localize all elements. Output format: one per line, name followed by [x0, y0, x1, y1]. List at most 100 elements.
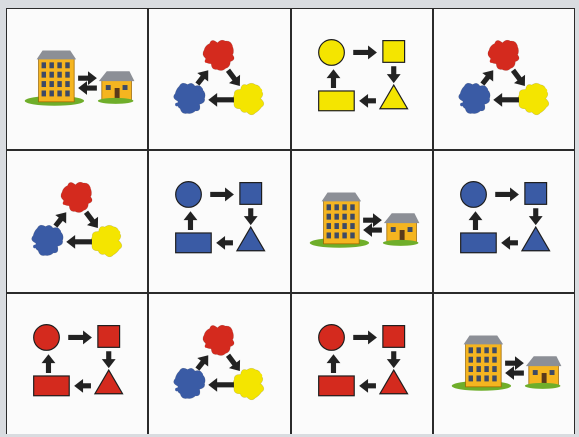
arrow-left: [505, 366, 524, 380]
triangle-shape: [237, 227, 265, 251]
arrow-down-right: [226, 69, 240, 86]
window: [468, 375, 472, 381]
yellow-blob: [518, 83, 549, 115]
window: [65, 90, 69, 96]
yellow-blob-splash: [115, 231, 120, 236]
memory-card-shape-cycle[interactable]: [292, 294, 432, 434]
window: [326, 205, 330, 211]
circle-shape: [460, 182, 486, 208]
window: [350, 233, 354, 239]
square-shape: [382, 325, 404, 347]
window: [334, 205, 338, 211]
circle-shape: [318, 40, 344, 66]
memory-card-shape-cycle[interactable]: [292, 9, 432, 149]
yellow-blob-splash: [235, 388, 239, 392]
yellow-blob: [233, 368, 264, 400]
window: [49, 62, 53, 68]
memory-card-blob-cycle[interactable]: [434, 9, 574, 149]
triangle-shape: [379, 85, 407, 109]
window: [334, 223, 338, 229]
window: [350, 205, 354, 211]
window: [533, 370, 538, 375]
memory-card-shape-cycle[interactable]: [434, 151, 574, 291]
grass: [98, 98, 134, 104]
circle-shape: [176, 182, 202, 208]
circle-shape: [318, 324, 344, 350]
window: [407, 227, 412, 232]
arrow-left: [74, 378, 91, 392]
arrow-left: [78, 81, 97, 95]
buildings-icon: [25, 50, 135, 105]
triangle-shape: [522, 227, 550, 251]
red-blob-splash: [205, 344, 209, 348]
rectangle-shape: [34, 375, 70, 395]
window: [42, 81, 46, 87]
arrow-left: [216, 236, 233, 250]
triangle-shape: [95, 370, 123, 394]
red-blob-splash: [228, 328, 233, 333]
arrow-right: [210, 188, 234, 202]
blob-cycle-icon: [32, 182, 122, 257]
window: [326, 214, 330, 220]
red-blob-splash: [205, 59, 209, 63]
memory-card-blob-cycle[interactable]: [149, 294, 289, 434]
memory-card-blob-cycle[interactable]: [7, 151, 147, 291]
rectangle-shape: [176, 233, 212, 253]
window: [49, 72, 53, 78]
arrow-right: [78, 71, 97, 85]
arrow-up-right: [196, 355, 209, 370]
arrow-down: [386, 351, 400, 368]
memory-card-blob-cycle[interactable]: [149, 9, 289, 149]
window: [350, 223, 354, 229]
red-blob-splash: [63, 202, 67, 206]
blue-blob-splash: [198, 372, 203, 377]
window: [468, 347, 472, 353]
blue-blob-splash: [175, 387, 179, 391]
window: [57, 72, 61, 78]
window: [350, 214, 354, 220]
arrow-up-right: [480, 70, 493, 85]
large-building-roof: [37, 50, 77, 59]
window: [49, 90, 53, 96]
yellow-blob: [91, 225, 122, 257]
window: [492, 347, 496, 353]
window: [476, 347, 480, 353]
window: [42, 62, 46, 68]
window: [106, 85, 111, 90]
red-blob-splash: [513, 44, 518, 49]
small-house-roof: [99, 71, 135, 81]
square-shape: [525, 183, 547, 205]
window: [484, 366, 488, 372]
shape-cycle-icon: [318, 40, 407, 111]
arrow-left: [359, 378, 376, 392]
yellow-blob-splash: [92, 246, 96, 250]
shape-cycle-icon: [318, 324, 407, 395]
window: [326, 233, 330, 239]
arrow-up-right: [196, 70, 209, 85]
window: [476, 366, 480, 372]
window: [334, 233, 338, 239]
memory-card-buildings[interactable]: [7, 9, 147, 149]
window: [49, 81, 53, 87]
rectangle-shape: [318, 91, 354, 111]
arrow-left: [493, 93, 519, 107]
yellow-blob: [233, 83, 264, 115]
blob-cycle-icon: [174, 325, 264, 400]
memory-card-shape-cycle[interactable]: [7, 294, 147, 434]
memory-card-shape-cycle[interactable]: [149, 151, 289, 291]
memory-card-buildings[interactable]: [292, 151, 432, 291]
large-building-roof: [321, 193, 361, 202]
window: [468, 356, 472, 362]
arrow-left: [359, 94, 376, 108]
buildings-icon: [452, 335, 562, 390]
yellow-blob-splash: [519, 104, 523, 108]
window: [57, 81, 61, 87]
memory-card-buildings[interactable]: [434, 294, 574, 434]
window: [342, 205, 346, 211]
arrow-left: [363, 223, 382, 237]
window: [342, 223, 346, 229]
window: [57, 62, 61, 68]
arrow-right: [495, 188, 519, 202]
arrow-down: [386, 66, 400, 83]
red-blob-splash: [86, 186, 91, 191]
